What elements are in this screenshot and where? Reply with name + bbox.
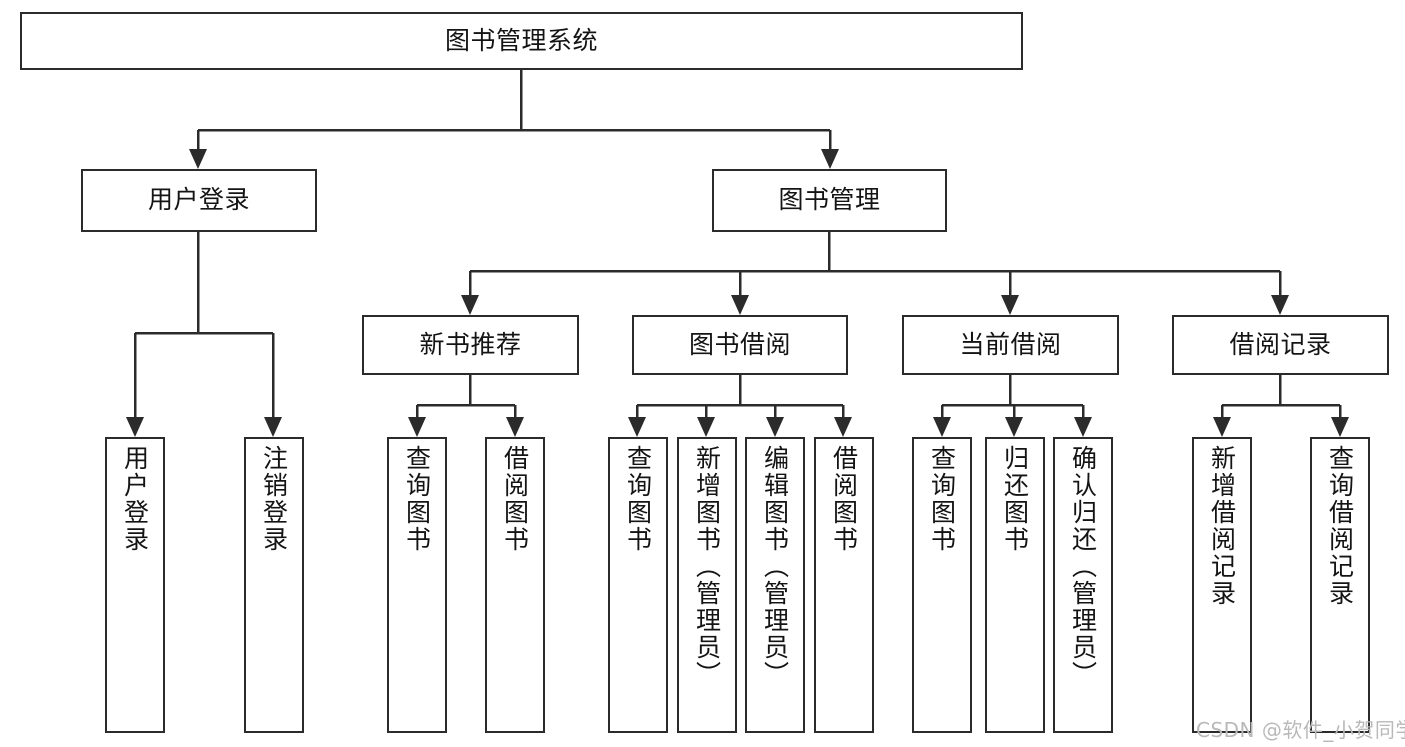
node-label: 查询图书 [623,445,653,553]
node-label: 图书借阅 [688,329,791,359]
node-label: 用户登录 [120,445,150,553]
arrow-to-leaf-new-2 [506,417,524,437]
node-leaf-new-1[interactable]: 查询图书 [387,437,447,733]
node-leaf-borrow-2[interactable]: 新增图书（管理员） [677,437,737,733]
node-label: 借阅图书 [829,445,859,553]
node-label: 新增图书（管理员） [692,445,722,688]
arrow-to-leaf-borrow-4 [834,417,852,437]
arrow-to-records [1271,295,1289,315]
node-label: 确认归还（管理员） [1068,445,1098,688]
arrow-to-leaf-borrow-1 [628,417,646,437]
node-newbook[interactable]: 新书推荐 [362,315,579,375]
node-leaf-borrow-1[interactable]: 查询图书 [608,437,668,733]
arrow-to-leaf-cur-2 [1005,417,1023,437]
node-leaf-new-2[interactable]: 借阅图书 [485,437,545,733]
node-leaf-borrow-4[interactable]: 借阅图书 [814,437,874,733]
watermark: CSDN @软件_小贺同学 [1196,718,1405,742]
node-leaf-rec-2[interactable]: 查询借阅记录 [1310,437,1370,733]
arrow-to-leaf-borrow-2 [697,417,715,437]
node-leaf-cur-3[interactable]: 确认归还（管理员） [1053,437,1113,733]
node-label: 借阅记录 [1229,329,1332,359]
arrow-to-leaf-cur-1 [933,417,951,437]
arrow-to-newbook [461,295,479,315]
arrow-to-leaf-new-1 [408,417,426,437]
node-borrow[interactable]: 图书借阅 [632,315,848,375]
node-label: 图书管理 [778,185,881,215]
node-leaf-login-2[interactable]: 注销登录 [244,437,304,733]
arrow-to-leaf-borrow-3 [766,417,784,437]
node-label: 查询图书 [402,445,432,553]
node-label: 当前借阅 [959,329,1062,359]
node-label: 新书推荐 [419,329,522,359]
node-label: 查询图书 [927,445,957,553]
node-records[interactable]: 借阅记录 [1172,315,1389,375]
arrow-to-current [1001,295,1019,315]
node-root[interactable]: 图书管理系统 [20,12,1023,70]
node-leaf-borrow-3[interactable]: 编辑图书（管理员） [745,437,805,733]
node-label: 图书管理系统 [444,25,598,55]
node-leaf-cur-2[interactable]: 归还图书 [985,437,1045,733]
arrow-to-leaf-login-1 [126,417,144,437]
node-label: 注销登录 [259,445,289,553]
arrow-to-leaf-login-2 [264,417,282,437]
node-current[interactable]: 当前借阅 [902,315,1119,375]
node-label: 借阅图书 [500,445,530,553]
arrow-to-leaf-rec-2 [1331,417,1349,437]
node-label: 查询借阅记录 [1325,445,1355,607]
node-label: 归还图书 [1000,445,1030,553]
node-leaf-login-1[interactable]: 用户登录 [105,437,165,733]
arrow-to-leaf-rec-1 [1213,417,1231,437]
node-label: 新增借阅记录 [1207,445,1237,607]
node-leaf-rec-1[interactable]: 新增借阅记录 [1192,437,1252,733]
arrow-to-bookmgmt [821,149,839,169]
node-leaf-cur-1[interactable]: 查询图书 [912,437,972,733]
node-login[interactable]: 用户登录 [81,169,317,232]
node-label: 用户登录 [147,185,250,215]
arrow-to-login [189,149,207,169]
node-bookmgmt[interactable]: 图书管理 [712,169,947,232]
arrow-to-leaf-cur-3 [1074,417,1092,437]
arrow-to-borrow [731,295,749,315]
node-label: 编辑图书（管理员） [760,445,790,688]
